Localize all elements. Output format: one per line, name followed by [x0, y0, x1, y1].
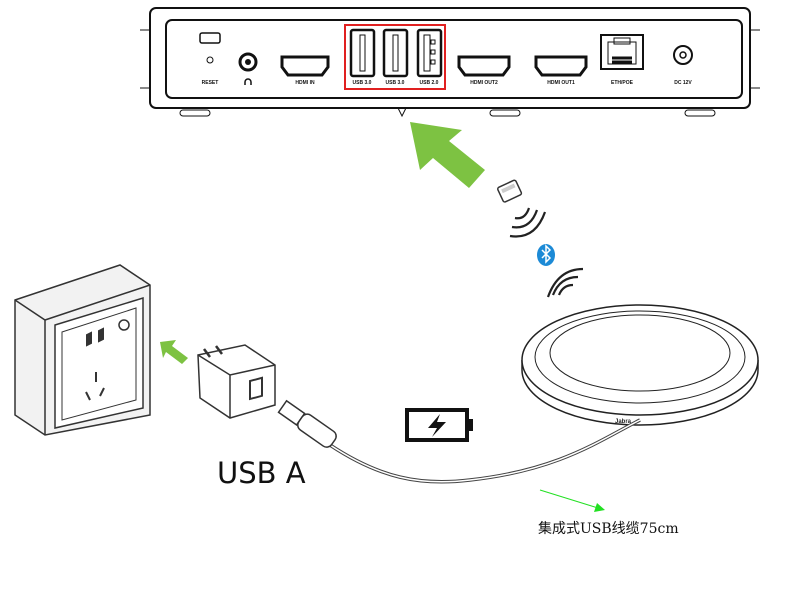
port-label: DC 12V — [674, 80, 692, 86]
headphone-jack — [238, 52, 258, 85]
port-label: USB 2.0 — [420, 80, 439, 86]
usb-charger — [197, 344, 276, 419]
plug-in-arrow-icon — [160, 340, 188, 364]
bluetooth-icon — [537, 244, 555, 266]
usb-3-port-2: USB 3.0 — [382, 28, 409, 86]
jabra-speakerphone: Jabra — [521, 304, 759, 426]
port-label: ETH/POE — [611, 80, 634, 86]
usb-a-plug — [277, 399, 337, 448]
hdmi-out2-port: HDMI OUT2 — [457, 55, 511, 86]
reset-port: RESET — [199, 32, 221, 86]
usb-2-port: USB 2.0 — [416, 28, 443, 86]
usb-ports-highlight — [344, 24, 446, 90]
dc-power-port: DC 12V — [673, 45, 693, 86]
bluetooth-dongle — [497, 179, 523, 203]
device-back-panel: RESET HDMI IN USB 3.0 USB 3.0 — [140, 7, 760, 118]
wireless-signal-icon — [509, 207, 584, 298]
speaker-brand: Jabra — [615, 419, 632, 425]
port-label: HDMI OUT2 — [470, 80, 498, 86]
headphone-icon — [244, 78, 252, 85]
hdmi-in-port: HDMI IN — [280, 55, 330, 86]
charging-battery-icon — [405, 408, 473, 442]
port-label: HDMI IN — [295, 80, 315, 86]
insert-arrow-icon — [410, 122, 485, 188]
pointer-arrowhead-icon — [594, 503, 605, 512]
cable-label: 集成式USB线缆75cm — [538, 521, 679, 537]
hdmi-out1-port: HDMI OUT1 — [534, 55, 588, 86]
ethernet-port: ETH/POE — [600, 34, 644, 86]
port-label: USB 3.0 — [353, 80, 372, 86]
cable-pointer — [539, 489, 599, 509]
wall-outlet — [14, 264, 151, 436]
usb-cable — [329, 418, 641, 484]
port-label: HDMI OUT1 — [547, 80, 575, 86]
port-label: USB 3.0 — [386, 80, 405, 86]
port-label: RESET — [202, 80, 219, 86]
usb-3-port-1: USB 3.0 — [349, 28, 376, 86]
usb-a-label: USB A — [217, 456, 306, 490]
